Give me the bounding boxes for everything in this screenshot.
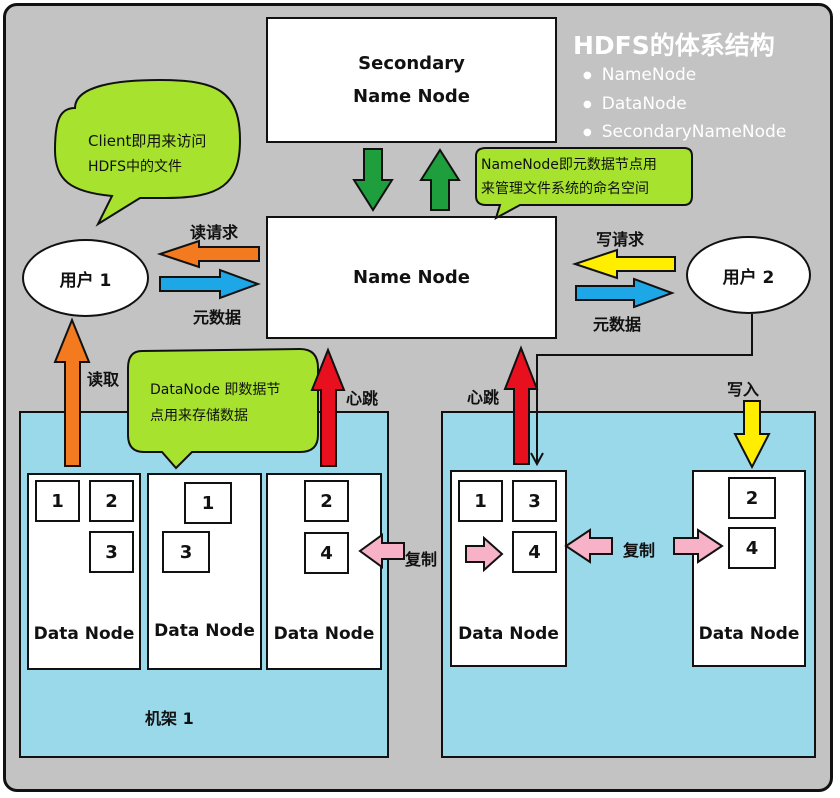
block-1: 1: [184, 482, 232, 524]
client-callout-line2: HDFS中的文件: [88, 159, 183, 175]
secondary-name-node-line2: Name Node: [353, 86, 470, 107]
read-request-arrow: [156, 239, 260, 269]
read-request-label: 读请求: [190, 223, 239, 242]
data-node-label: Data Node: [458, 624, 559, 644]
secondary-name-node-line1: Secondary: [358, 53, 465, 74]
datanode-callout-line1: DataNode 即数据节: [150, 382, 281, 398]
copy-arrow-right-in: [564, 528, 613, 564]
data-node-label: Data Node: [273, 624, 375, 644]
bullet-secondarynamenode: SecondaryNameNode: [583, 121, 787, 150]
bullet-datanode: DataNode: [583, 93, 786, 122]
user-1: 用户 1: [22, 239, 149, 317]
write-request-arrow: [571, 248, 676, 280]
client-callout: [53, 78, 242, 227]
copy-label-left: 复制: [405, 550, 438, 569]
block-3: 3: [162, 531, 210, 573]
data-node-4: 1 3 4 Data Node: [450, 470, 567, 667]
data-node-2: 1 3 Data Node: [147, 473, 262, 670]
block-4: 4: [728, 527, 776, 569]
namenode-callout: [475, 147, 693, 221]
user-2-label: 用户 2: [722, 267, 775, 288]
name-node: Name Node: [266, 216, 557, 339]
copy-arrow-left: [358, 533, 405, 569]
block-1: 1: [458, 480, 503, 522]
datanode-callout: [127, 347, 319, 470]
green-arrow-down: [352, 148, 394, 212]
rack-1-label: 机架 1: [145, 709, 194, 728]
data-node-label: Data Node: [698, 624, 800, 644]
user-2: 用户 2: [686, 236, 811, 314]
block-1: 1: [35, 480, 80, 522]
copy-label-right: 复制: [623, 541, 656, 560]
data-node-3: 2 4 Data Node: [266, 473, 382, 670]
copy-arrow-right-out: [673, 528, 724, 564]
write-line: [536, 314, 753, 462]
block-4: 4: [304, 532, 349, 574]
diagram-title: HDFS的体系结构: [573, 31, 775, 60]
block-4: 4: [512, 531, 557, 573]
client-callout-line1: Client即用来访问: [88, 132, 207, 150]
user-1-label: 用户 1: [59, 270, 112, 291]
metadata-label-right: 元数据: [593, 315, 642, 334]
heartbeat-label-right: 心跳: [467, 388, 500, 407]
block-2: 2: [304, 480, 349, 522]
secondary-name-node: Secondary Name Node: [266, 17, 557, 143]
data-node-label: Data Node: [33, 624, 135, 644]
write-in-arrow: [733, 400, 771, 470]
metadata-label-left: 元数据: [193, 308, 242, 327]
heartbeat-arrow-left: [310, 347, 346, 467]
read-arrow: [53, 317, 91, 467]
data-node-5: 2 4 Data Node: [692, 470, 806, 667]
namenode-callout-line1: NameNode即元数据节点用: [481, 157, 657, 173]
block-3: 3: [89, 531, 134, 573]
metadata-arrow-left: [159, 268, 261, 300]
name-node-label: Name Node: [353, 267, 470, 288]
metadata-arrow-right: [575, 277, 675, 309]
block-2: 2: [728, 477, 776, 519]
namenode-callout-text: NameNode即元数据节点用 来管理文件系统的命名空间: [481, 153, 657, 201]
block-3: 3: [512, 480, 557, 522]
client-callout-text: Client即用来访问 HDFS中的文件: [88, 128, 206, 180]
copy-arrow-inner: [465, 535, 504, 573]
write-line-head: [530, 452, 544, 467]
component-list: NameNode DataNode SecondaryNameNode: [583, 64, 787, 150]
namenode-callout-line2: 来管理文件系统的命名空间: [481, 181, 649, 197]
write-request-label: 写请求: [596, 230, 645, 249]
write-in-label: 写入: [727, 380, 760, 399]
datanode-callout-line2: 点用来存储数据: [150, 408, 248, 424]
heartbeat-label-left: 心跳: [346, 389, 379, 408]
heartbeat-arrow-right: [503, 345, 539, 465]
read-label: 读取: [87, 370, 120, 389]
data-node-label: Data Node: [154, 621, 255, 641]
green-arrow-up: [419, 148, 461, 211]
datanode-callout-text: DataNode 即数据节 点用来存储数据: [150, 377, 280, 429]
data-node-1: 1 2 3 Data Node: [27, 473, 141, 670]
block-2: 2: [89, 480, 134, 522]
bullet-namenode: NameNode: [583, 64, 786, 93]
